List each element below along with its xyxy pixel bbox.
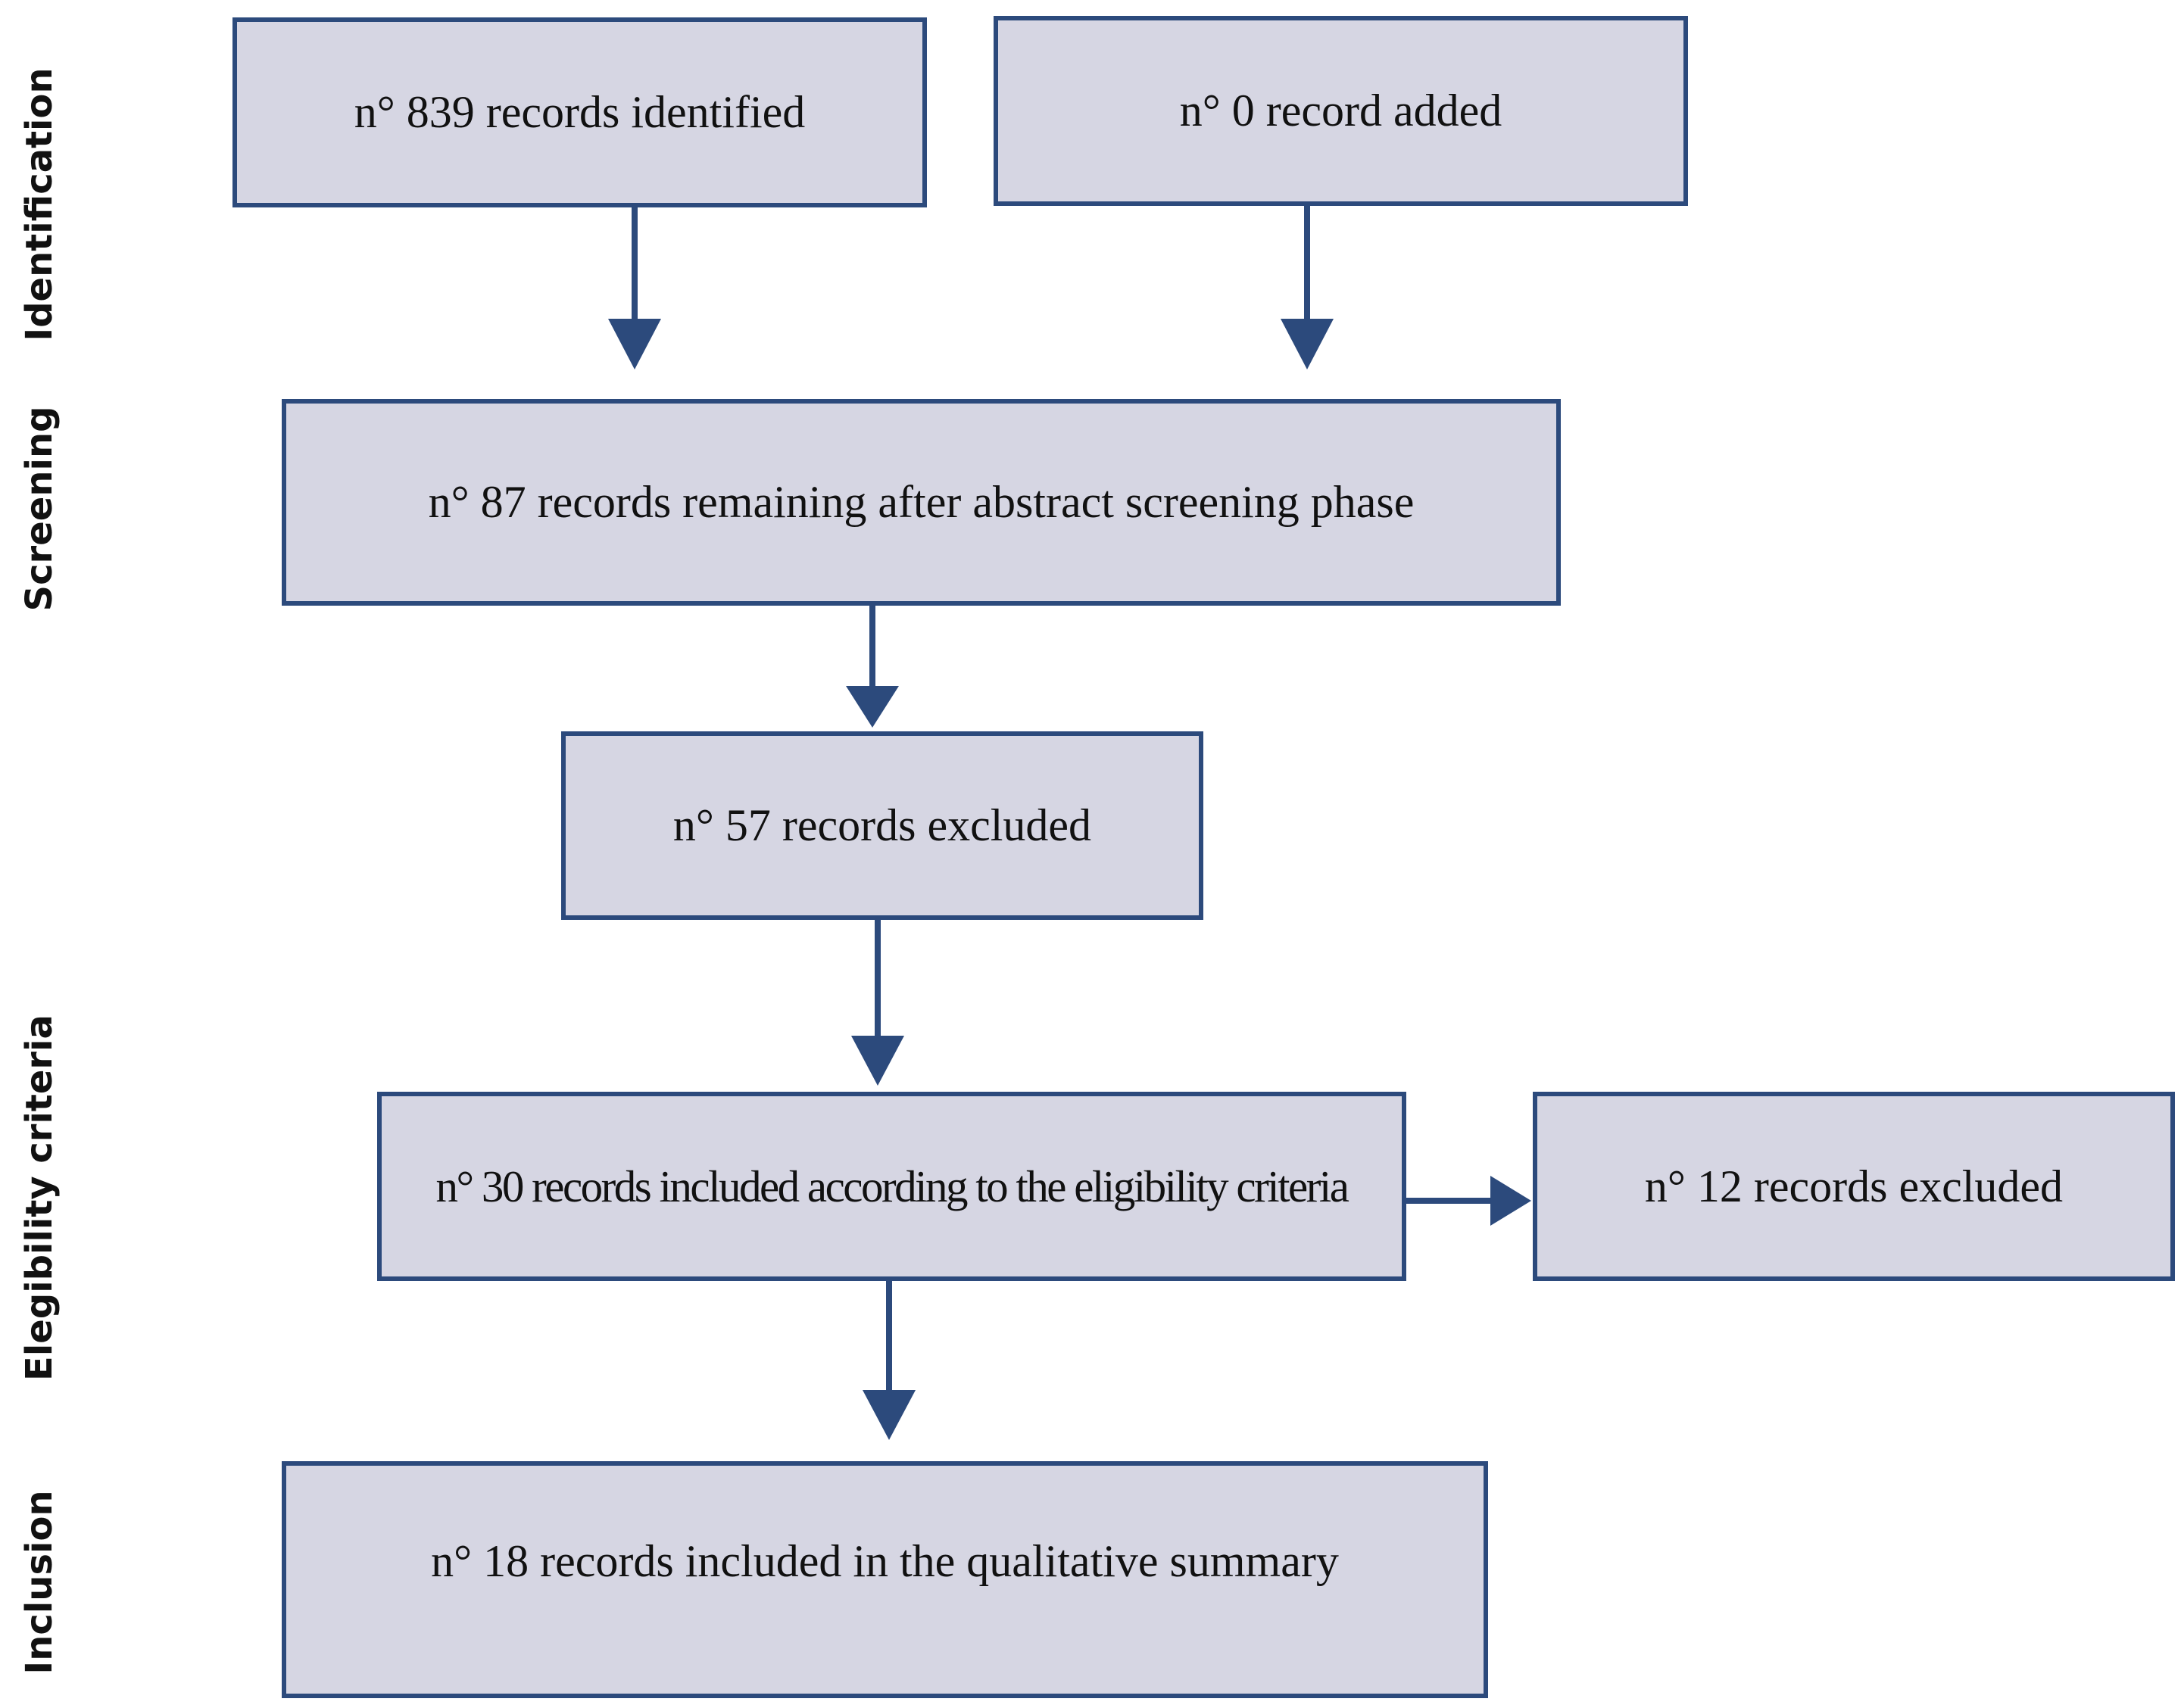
box-records-added-text: n° 0 record added [1179, 86, 1502, 136]
phase-label-eligibility: Elegibility criteria [18, 1015, 61, 1381]
box-records-remaining: n° 87 records remaining after abstract s… [282, 399, 1561, 606]
arrowhead-excluded-57-to-eligible [851, 1036, 904, 1086]
arrowhead-added-to-remaining [1281, 319, 1334, 369]
box-records-eligible-text: n° 30 records included according to the … [435, 1161, 1349, 1211]
arrowhead-eligible-to-excluded-12 [1490, 1176, 1531, 1226]
box-records-excluded-57-text: n° 57 records excluded [672, 800, 1092, 850]
box-records-excluded-12-text: n° 12 records excluded [1644, 1161, 2064, 1211]
box-records-added: n° 0 record added [994, 16, 1688, 206]
box-records-remaining-text: n° 87 records remaining after abstract s… [428, 477, 1415, 527]
box-records-eligible: n° 30 records included according to the … [377, 1092, 1406, 1281]
box-records-included: n° 18 records included in the qualitativ… [282, 1461, 1488, 1698]
arrowhead-eligible-to-included [863, 1390, 916, 1440]
box-records-identified-text: n° 839 records identified [354, 87, 806, 137]
phase-label-inclusion: Inclusion [18, 1490, 61, 1675]
phase-label-identification: Identification [18, 67, 61, 341]
arrowhead-identified-to-remaining [608, 319, 661, 369]
box-records-included-text: n° 18 records included in the qualitativ… [431, 1536, 1339, 1586]
box-records-identified: n° 839 records identified [232, 17, 927, 207]
box-records-excluded-12: n° 12 records excluded [1533, 1092, 2175, 1281]
arrowhead-remaining-to-excluded-57 [846, 686, 899, 728]
box-records-excluded-57: n° 57 records excluded [561, 731, 1203, 920]
phase-label-screening: Screening [18, 406, 61, 612]
